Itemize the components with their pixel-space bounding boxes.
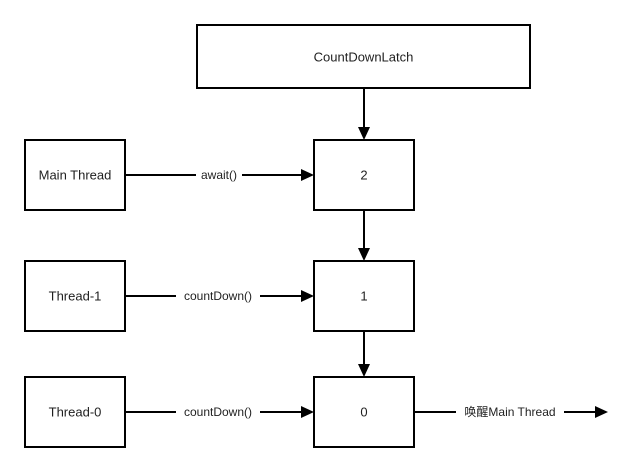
await-label: await() [201, 168, 237, 182]
countdown-0-label: countDown() [184, 405, 252, 419]
count-0-box: 0 [313, 376, 415, 448]
count-0-label: 0 [360, 405, 367, 420]
arrow-countdown-thread-1: countDown() [125, 287, 314, 305]
thread-0-box: Thread-0 [24, 376, 126, 448]
arrow-2-to-1 [358, 210, 370, 261]
count-1-box: 1 [313, 260, 415, 332]
countdownlatch-label: CountDownLatch [314, 50, 414, 65]
arrow-countdown-thread-0: countDown() [125, 403, 314, 421]
count-2-box: 2 [313, 139, 415, 211]
arrow-await: await() [125, 166, 314, 184]
wake-main-thread-label: 唤醒Main Thread [464, 405, 555, 419]
arrow-wake-main-thread: 唤醒Main Thread [414, 403, 608, 421]
thread-0-label: Thread-0 [49, 405, 102, 420]
main-thread-box: Main Thread [24, 139, 126, 211]
thread-1-box: Thread-1 [24, 260, 126, 332]
count-1-label: 1 [360, 289, 367, 304]
thread-1-label: Thread-1 [49, 289, 102, 304]
main-thread-label: Main Thread [39, 168, 112, 183]
arrow-1-to-0 [358, 331, 370, 377]
arrow-latch-to-2 [358, 88, 370, 140]
countdownlatch-box: CountDownLatch [196, 24, 531, 89]
count-2-label: 2 [360, 168, 367, 183]
countdown-1-label: countDown() [184, 289, 252, 303]
